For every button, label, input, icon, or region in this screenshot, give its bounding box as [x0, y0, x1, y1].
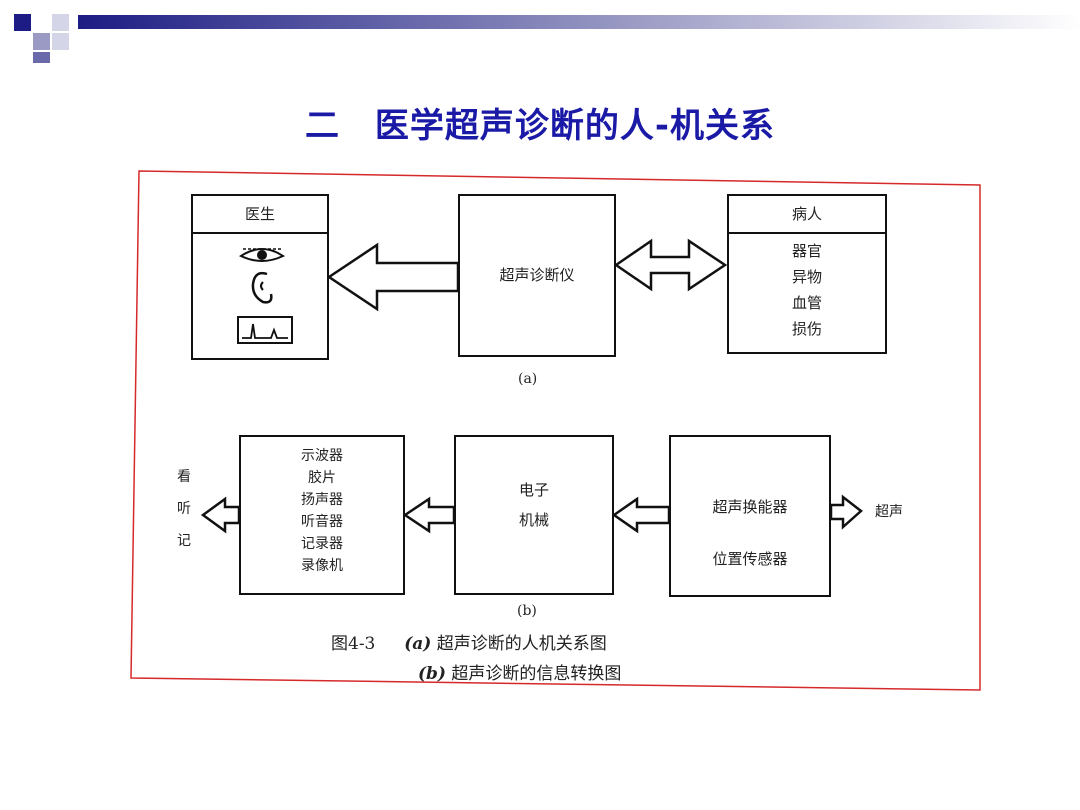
- output-item: 听音器: [301, 514, 343, 530]
- patient-box: 病人 器官 异物 血管 损伤: [727, 194, 887, 354]
- sublabel-b: (b): [517, 603, 537, 619]
- output-item: 示波器: [301, 448, 343, 464]
- electronics-box: 电子 机械: [454, 435, 614, 595]
- action-listen: 听: [177, 501, 191, 517]
- mechanics-label: 机械: [518, 511, 549, 529]
- human-actions-text: 看 听 记: [177, 461, 191, 557]
- caption-tag-b: (b): [418, 664, 446, 684]
- transducer-box: 超声换能器 位置传感器: [669, 435, 831, 597]
- sublabel-a: (a): [518, 371, 538, 387]
- arrow-to-doctor: [326, 242, 460, 312]
- patient-item: 损伤: [791, 320, 822, 338]
- caption-tag-a: (a): [404, 634, 432, 654]
- caption-text-b: 超声诊断的信息转换图: [451, 664, 622, 684]
- output-item: 录像机: [301, 558, 343, 574]
- electronics-label: 电子: [518, 481, 549, 499]
- instrument-label: 超声诊断仪: [499, 266, 575, 284]
- arrow-to-output: [402, 496, 456, 534]
- caption-line-2: (b) 超声诊断的信息转换图: [418, 659, 621, 684]
- figure-number: 图4-3: [331, 634, 376, 654]
- patient-item: 异物: [791, 268, 822, 286]
- transducer-label: 超声换能器: [712, 498, 788, 516]
- figure-border: [130, 170, 981, 691]
- transducer-labels: 超声换能器 位置传感器: [671, 481, 829, 585]
- position-sensor-label: 位置传感器: [712, 550, 788, 568]
- electronics-labels: 电子 机械: [456, 475, 612, 535]
- doctor-senses-icons: [238, 248, 286, 304]
- arrow-to-electronics: [611, 496, 671, 534]
- eye-icon: [238, 248, 286, 262]
- action-look: 看: [177, 469, 191, 485]
- decoration-bar: [14, 14, 1080, 63]
- slide-title: 二 医学超声诊断的人-机关系: [304, 106, 776, 146]
- arrows-layer: [200, 238, 863, 534]
- caption-text-a: 超声诊断的人机关系图: [436, 634, 607, 654]
- figure-4-3: 医生 超声诊断仪 病人 器官 异物 血管 损伤 (a): [129, 169, 982, 692]
- ultrasound-instrument-box: 超声诊断仪: [458, 194, 616, 357]
- output-items: 示波器 胶片 扬声器 听音器 记录器 录像机: [241, 445, 403, 577]
- figure-frame: [130, 170, 981, 691]
- ear-icon: [251, 271, 273, 304]
- arrow-instrument-patient: [613, 238, 728, 292]
- output-item: 扬声器: [301, 492, 343, 508]
- ultrasound-output-text: 超声: [875, 504, 903, 520]
- output-item: 胶片: [308, 470, 336, 486]
- waveform-display-icon: [237, 316, 293, 344]
- patient-header: 病人: [729, 196, 885, 234]
- patient-item: 血管: [791, 294, 822, 312]
- arrow-to-human: [200, 496, 241, 534]
- action-record: 记: [177, 533, 191, 549]
- caption-line-1: 图4-3 (a) 超声诊断的人机关系图: [331, 629, 607, 654]
- doctor-header: 医生: [193, 196, 327, 234]
- output-item: 记录器: [301, 536, 343, 552]
- patient-item: 器官: [791, 242, 822, 260]
- arrow-to-ultrasound: [829, 494, 863, 530]
- patient-items: 器官 异物 血管 损伤: [729, 238, 885, 342]
